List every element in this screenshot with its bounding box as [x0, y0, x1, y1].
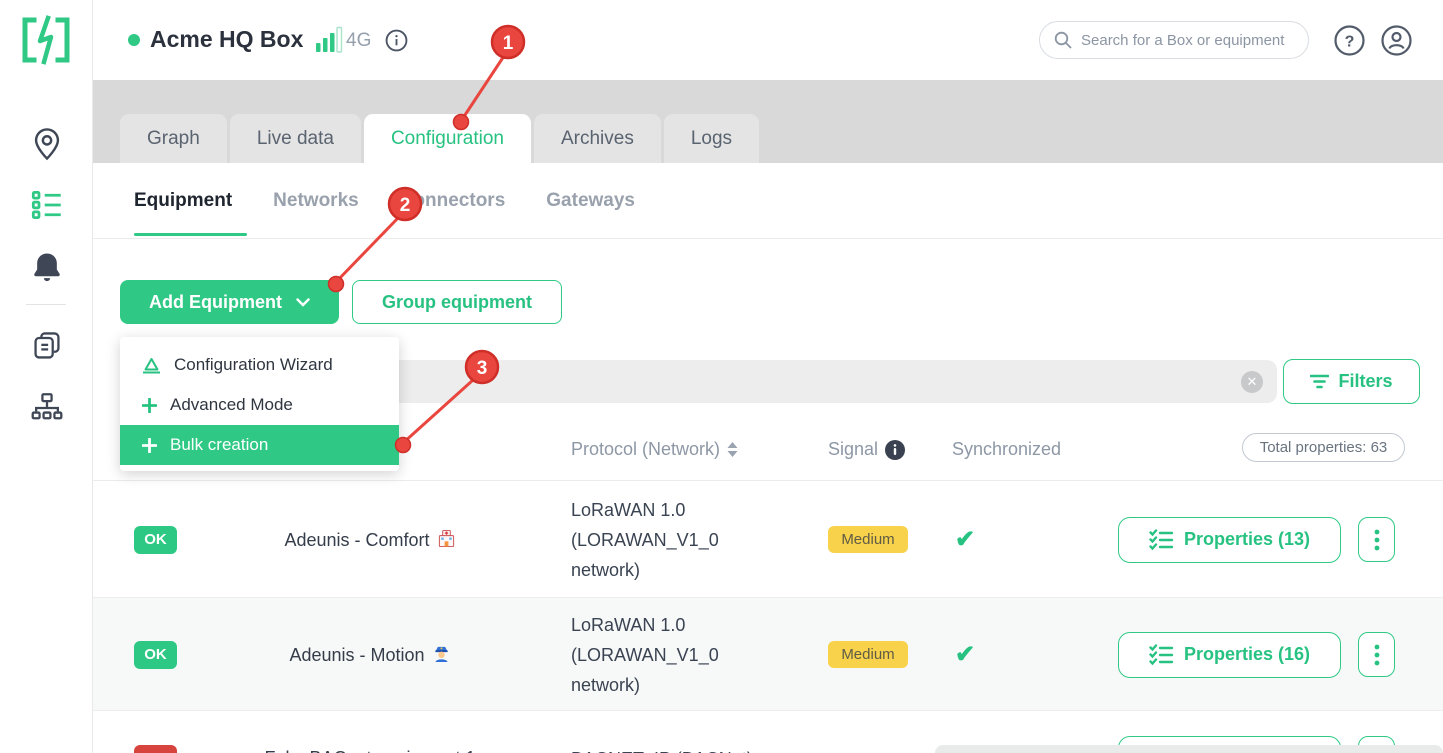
- row-menu-button[interactable]: [1358, 517, 1395, 562]
- menu-item-advanced-mode[interactable]: Advanced Mode: [120, 385, 399, 425]
- equipment-name: Adeunis - Comfort: [180, 529, 560, 553]
- hospital-emoji: [437, 529, 456, 553]
- plus-icon: [142, 437, 157, 453]
- protocol-cell: BACNET_IP (BACNet): [571, 744, 821, 753]
- status-badge: KO: [134, 744, 177, 753]
- active-subtab-underline: [134, 233, 247, 236]
- global-search[interactable]: [1039, 21, 1309, 59]
- subtab-equipment[interactable]: Equipment: [134, 189, 233, 211]
- plus-icon: [142, 397, 157, 413]
- subtab-connectors[interactable]: Connectors: [399, 189, 506, 211]
- synchronized-check-icon: ✔: [955, 640, 976, 668]
- documents-icon: [33, 332, 60, 359]
- info-icon[interactable]: [385, 29, 408, 52]
- add-equipment-button[interactable]: Add Equipment: [120, 280, 339, 324]
- chevron-down-icon: [296, 297, 310, 307]
- row-menu-button[interactable]: [1358, 632, 1395, 677]
- subtab-networks[interactable]: Networks: [273, 189, 359, 211]
- filters-label: Filters: [1338, 371, 1393, 391]
- menu-item-bulk-creation[interactable]: Bulk creation: [120, 425, 399, 465]
- group-equipment-button[interactable]: Group equipment: [352, 280, 562, 324]
- sidebar-item-documents[interactable]: [0, 330, 93, 362]
- column-protocol[interactable]: Protocol (Network): [571, 439, 738, 460]
- clear-icon[interactable]: ✕: [1241, 370, 1263, 393]
- column-signal: Signal: [828, 439, 906, 460]
- network-type-label: 4G: [346, 30, 372, 51]
- sort-icon: [727, 442, 738, 457]
- svg-text:?: ?: [1345, 34, 1355, 51]
- topbar: Acme HQ Box 4G ?: [93, 0, 1443, 80]
- sidebar: [0, 0, 93, 753]
- properties-button[interactable]: Properties (16): [1118, 631, 1341, 678]
- filter-icon: [1310, 374, 1330, 389]
- bracket-bolt-logo: [22, 15, 70, 65]
- table-row: OK Adeunis - Comfort LoRaWAN 1.0(LORAWAN…: [93, 480, 1443, 597]
- tab-live-data[interactable]: Live data: [229, 114, 361, 163]
- sidebar-item-notifications[interactable]: [0, 251, 93, 283]
- signal-cell: Medium: [828, 641, 908, 668]
- signal-badge: Medium: [828, 526, 908, 553]
- signal-dash: -: [828, 745, 849, 753]
- synchronized-check-icon: ✔: [955, 525, 976, 553]
- total-properties-chip: Total properties: 63: [1242, 433, 1405, 462]
- status-badge: OK: [134, 640, 177, 669]
- sidebar-divider: [26, 304, 66, 305]
- info-filled-icon[interactable]: [885, 439, 906, 460]
- bell-icon: [33, 253, 60, 282]
- add-equipment-label: Add Equipment: [149, 291, 282, 312]
- map-pin-icon: [34, 128, 59, 161]
- equipment-list-icon: [31, 191, 61, 219]
- search-icon: [1054, 31, 1072, 49]
- status-badge: OK: [134, 525, 177, 554]
- sidebar-item-equipment[interactable]: [0, 190, 93, 220]
- filters-button[interactable]: Filters: [1283, 359, 1420, 404]
- tab-archives[interactable]: Archives: [533, 114, 661, 163]
- cell-signal-icon: [316, 26, 343, 53]
- signal-cell: -: [828, 745, 849, 753]
- main-tabs: Graph Live data Configuration Archives L…: [120, 114, 760, 163]
- equipment-table: OK Adeunis - Comfort LoRaWAN 1.0(LORAWAN…: [93, 480, 1443, 753]
- wizard-icon: [143, 357, 160, 373]
- table-header: Protocol (Network) Signal Synchronized T…: [93, 420, 1443, 480]
- equipment-search-field[interactable]: ✕: [120, 360, 1277, 403]
- signal-badge: Medium: [828, 641, 908, 668]
- signal-cell: Medium: [828, 526, 908, 553]
- box-name: Acme HQ Box: [150, 26, 304, 52]
- column-synchronized: Synchronized: [952, 439, 1062, 459]
- equipment-name: Adeunis - Motion: [180, 644, 560, 668]
- sidebar-item-hierarchy[interactable]: [0, 392, 93, 424]
- sidebar-item-map[interactable]: [0, 127, 93, 161]
- kebab-icon: [1374, 529, 1379, 550]
- tab-configuration[interactable]: Configuration: [363, 114, 531, 163]
- global-search-input[interactable]: [1081, 31, 1294, 49]
- bottom-popover-peek: [935, 745, 1443, 753]
- equipment-search-input[interactable]: [120, 372, 1241, 391]
- properties-button[interactable]: Properties (13): [1118, 516, 1341, 563]
- sitemap-icon: [31, 393, 62, 420]
- tab-logs[interactable]: Logs: [663, 114, 760, 163]
- menu-item-configuration-wizard[interactable]: Configuration Wizard: [120, 345, 399, 385]
- police-officer-emoji: [432, 644, 451, 668]
- checklist-icon: [1149, 643, 1174, 665]
- table-row: OK Adeunis - Motion LoRaWAN 1.0(LORAWAN_…: [93, 597, 1443, 710]
- add-equipment-dropdown: Configuration Wizard Advanced Mode Bulk …: [120, 337, 399, 471]
- checklist-icon: [1149, 528, 1174, 550]
- tab-graph[interactable]: Graph: [120, 114, 227, 163]
- equipment-name: Fake BACnet equipment 1: [180, 748, 560, 753]
- help-icon[interactable]: ?: [1334, 25, 1365, 56]
- box-online-status-dot: [128, 34, 140, 46]
- account-icon[interactable]: [1381, 25, 1412, 56]
- config-subnav: Equipment Networks Connectors Gateways: [93, 163, 1443, 239]
- kebab-icon: [1374, 644, 1379, 665]
- subtab-gateways[interactable]: Gateways: [546, 189, 636, 211]
